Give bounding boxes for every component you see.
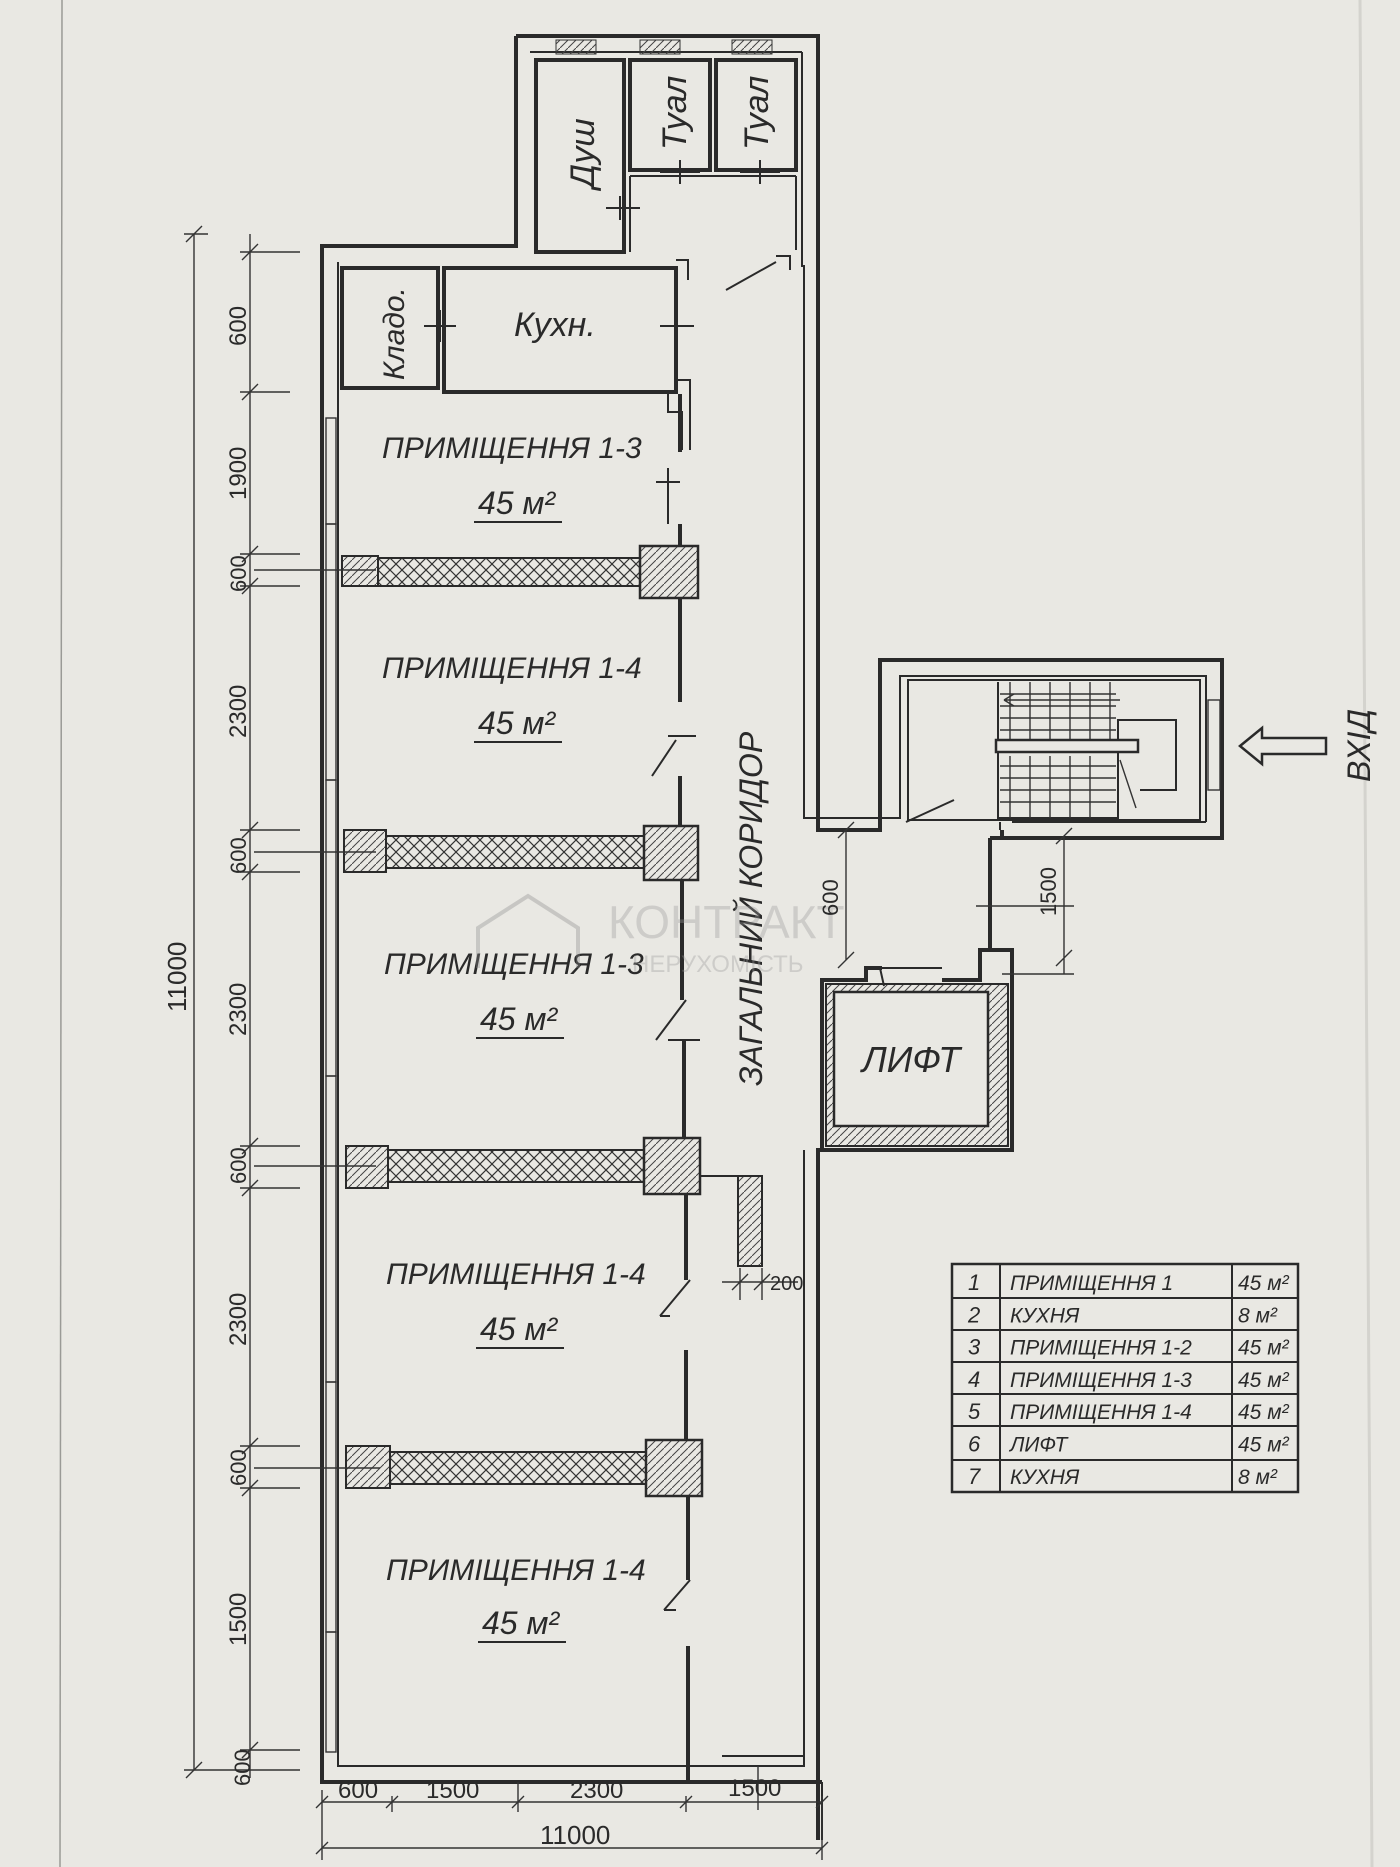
legend-number-6: 6 bbox=[968, 1432, 981, 1457]
paper-edge-right bbox=[1358, 0, 1374, 1867]
corridor-label: ЗАГАЛЬНИЙ КОРИДОР bbox=[733, 731, 769, 1086]
dim-left-9: 1500 bbox=[225, 1593, 252, 1646]
office-unit-1: ПРИМІЩЕННЯ 1-3 45 м² bbox=[382, 432, 642, 523]
stair-treads bbox=[1000, 682, 1116, 818]
dim-left-2: 600 bbox=[226, 555, 251, 592]
legend-area-7: 8 м² bbox=[1238, 1466, 1278, 1489]
watermark-line1: КОНТРАКТ bbox=[608, 896, 845, 948]
legend-room-name-4: ПРИМІЩЕННЯ 1-3 bbox=[1010, 1369, 1192, 1392]
legend-number-4: 4 bbox=[968, 1367, 980, 1392]
office-unit-name: ПРИМІЩЕННЯ 1-3 bbox=[384, 948, 644, 981]
legend-number-3: 3 bbox=[968, 1335, 981, 1360]
legend-room-name-6: ЛИФТ bbox=[1008, 1434, 1069, 1457]
legend-room-name-2: КУХНЯ bbox=[1010, 1304, 1080, 1327]
office-unit-3: ПРИМІЩЕННЯ 1-3 45 м² bbox=[384, 948, 644, 1039]
office-unit-5: ПРИМІЩЕННЯ 1-4 45 м² bbox=[386, 1554, 646, 1643]
dim-bottom-0: 600 bbox=[338, 1777, 378, 1804]
dim-bottom-1: 1500 bbox=[426, 1777, 479, 1804]
legend-number-5: 5 bbox=[968, 1399, 981, 1424]
building-walls bbox=[320, 34, 1224, 1840]
legend-area-6: 45 м² bbox=[1238, 1434, 1290, 1457]
entrance-arrow-icon bbox=[1238, 725, 1328, 767]
room-label-toilet-1: Туал bbox=[656, 76, 694, 150]
legend-number-1: 1 bbox=[968, 1270, 980, 1295]
office-unit-name: ПРИМІЩЕННЯ 1-3 bbox=[382, 432, 642, 465]
watermark-line2: НЕРУХОМІСТЬ bbox=[632, 951, 804, 978]
legend-number-7: 7 bbox=[968, 1464, 981, 1489]
dimension-lines-bottom bbox=[315, 1766, 829, 1860]
dim-left-8: 600 bbox=[226, 1449, 251, 1486]
room-label-kitchen: Кухн. bbox=[514, 306, 596, 344]
dim-bottom-2: 2300 bbox=[570, 1777, 623, 1804]
dim-left-10: 600 bbox=[230, 1749, 255, 1786]
legend-area-2: 8 м² bbox=[1238, 1304, 1278, 1327]
legend-area-5: 45 м² bbox=[1238, 1401, 1290, 1424]
dim-corridor-gap: 600 bbox=[818, 879, 843, 916]
storage-kitchen-block bbox=[340, 259, 694, 450]
room-label-lift: ЛИФТ bbox=[860, 1039, 963, 1080]
entrance-label: ВХІД bbox=[1341, 709, 1377, 782]
dim-bottom-3: 1500 bbox=[728, 1775, 781, 1802]
dim-bottom-total: 11000 bbox=[540, 1820, 610, 1850]
paper-fold bbox=[59, 0, 63, 1867]
dim-lift-hall: 1500 bbox=[1036, 867, 1061, 916]
office-unit-area: 45 м² bbox=[478, 705, 556, 741]
legend-area-1: 45 м² bbox=[1238, 1272, 1290, 1295]
corridor-partitions bbox=[651, 394, 804, 1782]
sanitary-rooms bbox=[534, 39, 798, 291]
legend-room-name-5: ПРИМІЩЕННЯ 1-4 bbox=[1010, 1401, 1192, 1424]
room-label-toilet-2: Туал bbox=[738, 76, 776, 150]
legend-area-3: 45 м² bbox=[1238, 1337, 1290, 1360]
dimension-lines-lift bbox=[722, 821, 1074, 1300]
office-unit-area: 45 м² bbox=[482, 1605, 560, 1641]
office-unit-4: ПРИМІЩЕННЯ 1-4 45 м² bbox=[386, 1258, 646, 1349]
legend-room-name-1: ПРИМІЩЕННЯ 1 bbox=[1010, 1272, 1173, 1295]
office-unit-name: ПРИМІЩЕННЯ 1-4 bbox=[382, 652, 642, 685]
dim-left-0: 600 bbox=[225, 306, 252, 346]
room-label-shower: Душ bbox=[564, 118, 602, 192]
watermark-logo: КОНТРАКТ НЕРУХОМІСТЬ bbox=[476, 893, 845, 978]
legend-room-name-7: КУХНЯ bbox=[1010, 1466, 1080, 1489]
dim-left-5: 2300 bbox=[225, 983, 252, 1036]
room-label-storage: Кладо. bbox=[378, 287, 411, 380]
dimension-lines-left bbox=[184, 225, 380, 1779]
office-unit-2: ПРИМІЩЕННЯ 1-4 45 м² bbox=[382, 652, 642, 743]
stair-and-lift bbox=[820, 679, 1221, 1150]
dim-left-4: 600 bbox=[226, 837, 251, 874]
structural-beams bbox=[341, 544, 763, 1498]
facade-windows bbox=[325, 417, 337, 1753]
legend-number-2: 2 bbox=[967, 1302, 980, 1327]
office-unit-area: 45 м² bbox=[480, 1311, 558, 1347]
dim-left-total: 11000 bbox=[162, 942, 192, 1012]
left-dimension-values: 600 1900 600 2300 600 2300 600 2300 600 … bbox=[162, 306, 255, 1786]
dim-left-1: 1900 bbox=[225, 447, 252, 500]
legend-room-name-3: ПРИМІЩЕННЯ 1-2 bbox=[1010, 1337, 1192, 1360]
dim-left-6: 600 bbox=[226, 1147, 251, 1184]
office-unit-name: ПРИМІЩЕННЯ 1-4 bbox=[386, 1554, 646, 1587]
legend-area-4: 45 м² bbox=[1238, 1369, 1290, 1392]
bottom-dimension-values: 600 1500 2300 1500 11000 bbox=[338, 1775, 781, 1850]
dim-left-7: 2300 bbox=[225, 1293, 252, 1346]
dim-left-3: 2300 bbox=[225, 685, 252, 738]
office-unit-area: 45 м² bbox=[480, 1001, 558, 1037]
office-unit-area: 45 м² bbox=[478, 485, 556, 521]
dim-column-notch: 200 bbox=[770, 1273, 803, 1295]
office-unit-name: ПРИМІЩЕННЯ 1-4 bbox=[386, 1258, 646, 1291]
